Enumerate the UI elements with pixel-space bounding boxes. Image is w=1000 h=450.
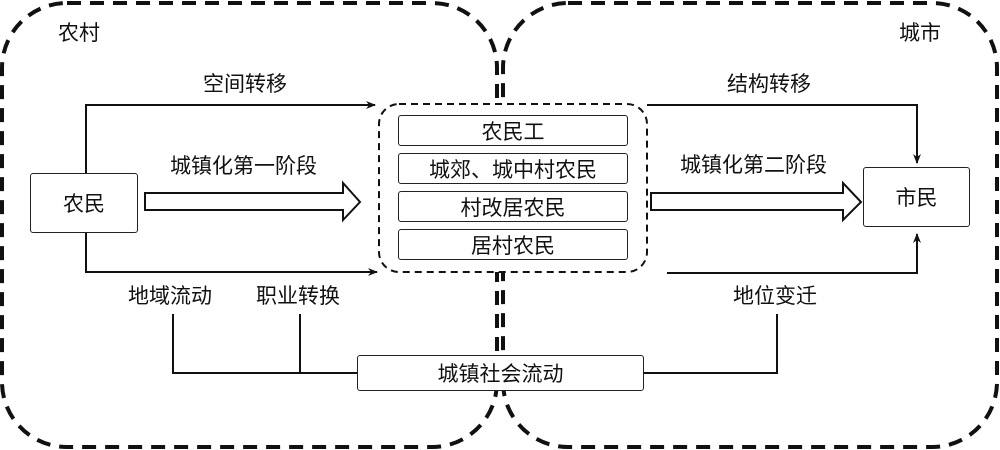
- spatial-transfer-arrow: [85, 101, 376, 174]
- status-change-connector: [644, 314, 778, 374]
- middle-group-item: 居村农民: [398, 229, 628, 260]
- stage-one-block-arrow: [144, 180, 362, 223]
- regional-flow-label: 地域流动: [128, 284, 212, 308]
- urban-region-label: 城市: [899, 21, 941, 45]
- middle-group-item: 农民工: [398, 115, 628, 146]
- social-mobility-node: 城镇社会流动: [357, 355, 644, 391]
- middle-group-item: 村改居农民: [398, 191, 628, 222]
- status-change-arrow: [667, 233, 921, 274]
- stage-two-label: 城镇化第二阶段: [680, 153, 827, 177]
- citizen-node: 市民: [863, 167, 970, 227]
- stage-two-block-arrow: [650, 180, 863, 223]
- spatial-transfer-label: 空间转移: [203, 72, 287, 96]
- occupation-change-label: 职业转换: [256, 284, 340, 308]
- structural-transfer-arrow: [647, 104, 921, 164]
- regional-flow-connector: [172, 314, 358, 374]
- stage-one-label: 城镇化第一阶段: [170, 154, 317, 178]
- regional-flow-arrow: [44, 228, 198, 272]
- farmer-node: 农民: [30, 173, 138, 233]
- lower-transfer-arrow: [85, 232, 378, 276]
- structural-transfer-label: 结构转移: [727, 72, 811, 96]
- status-change-label: 地位变迁: [733, 284, 817, 308]
- rural-region-label: 农村: [58, 21, 100, 45]
- middle-group-item: 城郊、城中村农民: [398, 153, 628, 184]
